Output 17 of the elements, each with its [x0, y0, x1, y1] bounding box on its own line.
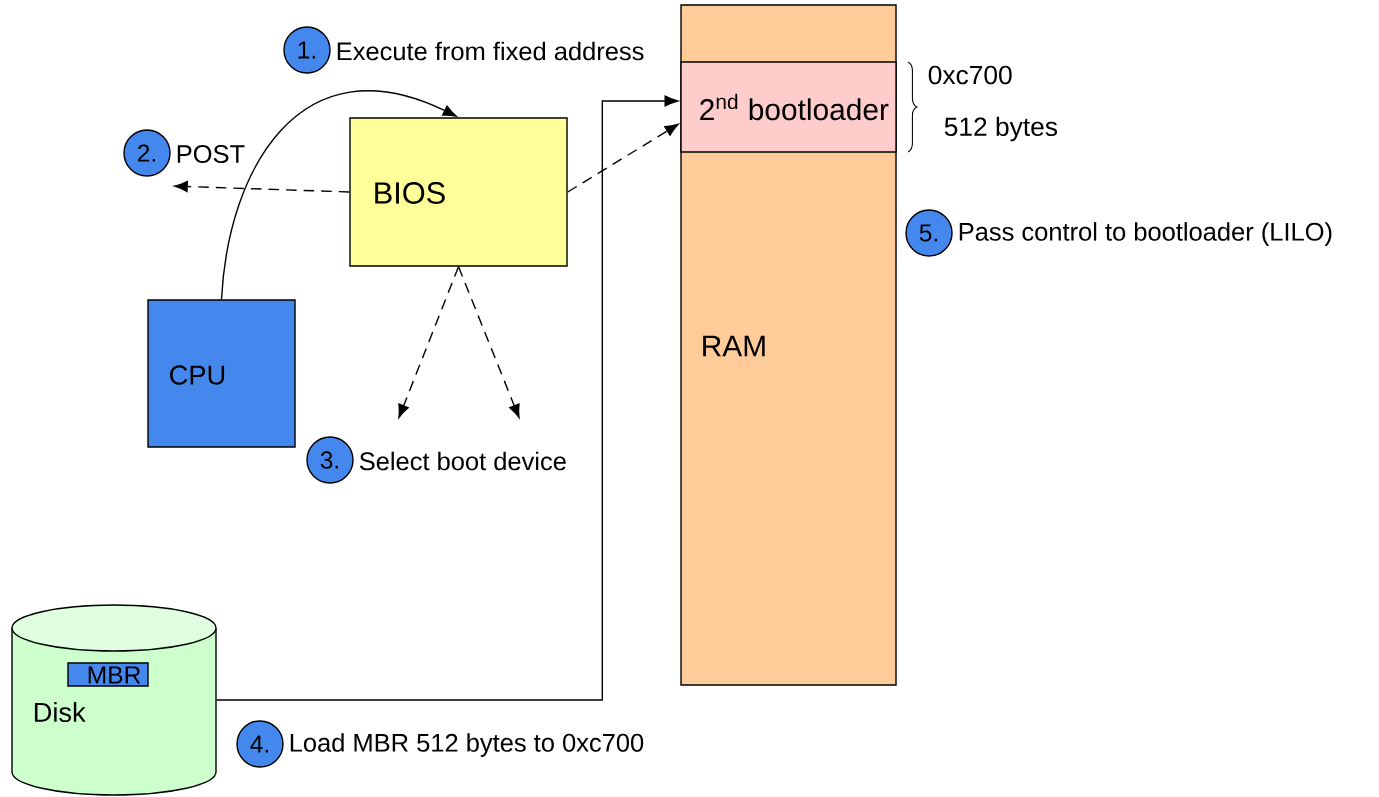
annotation-text: 512 bytes — [944, 116, 1057, 142]
step-label: Execute from fixed address — [337, 41, 644, 61]
arrow — [398, 266, 460, 419]
arrow — [457, 266, 520, 419]
annotation-text: 0xc700 — [928, 65, 1012, 85]
step-label: Pass control to bootloader (LILO) — [959, 222, 1332, 246]
arrow — [220, 90, 457, 300]
bios-box: BIOS — [349, 117, 568, 267]
step-label: Load MBR 512 bytes to 0xc700 — [290, 733, 644, 757]
bootloader-segment: 2$^{nd}$ bootloader — [680, 61, 897, 153]
arrow — [174, 180, 350, 193]
step-label: Select boot device — [359, 451, 566, 471]
cpu-box: CPU — [147, 299, 296, 448]
step-label: POST — [177, 144, 245, 163]
mbr-block: MBR — [67, 662, 149, 687]
arrow — [216, 95, 679, 701]
arrow — [567, 123, 679, 193]
